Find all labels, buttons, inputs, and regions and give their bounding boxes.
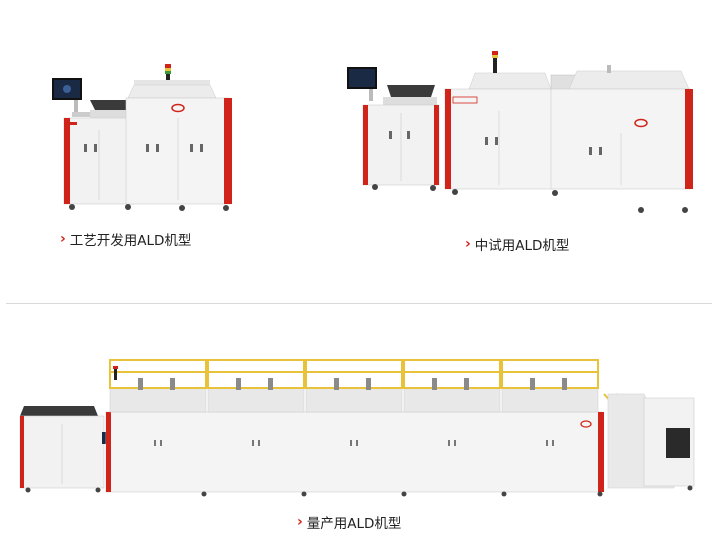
machine-image-process-dev bbox=[50, 60, 250, 215]
caption-process-dev: › 工艺开发用ALD机型 bbox=[60, 229, 191, 249]
section-divider bbox=[6, 303, 712, 304]
machine-image-pilot bbox=[345, 45, 705, 220]
chevron-right-icon: › bbox=[60, 231, 66, 247]
caption-text: 量产用ALD机型 bbox=[306, 516, 402, 532]
caption-text: 中试用ALD机型 bbox=[474, 238, 570, 254]
chevron-right-icon: › bbox=[297, 514, 303, 530]
caption-mass-production: › 量产用ALD机型 bbox=[297, 512, 401, 532]
machine-image-mass-production bbox=[14, 348, 704, 498]
chevron-right-icon: › bbox=[465, 236, 471, 252]
caption-text: 工艺开发用ALD机型 bbox=[69, 233, 192, 249]
caption-pilot: › 中试用ALD机型 bbox=[465, 234, 569, 254]
